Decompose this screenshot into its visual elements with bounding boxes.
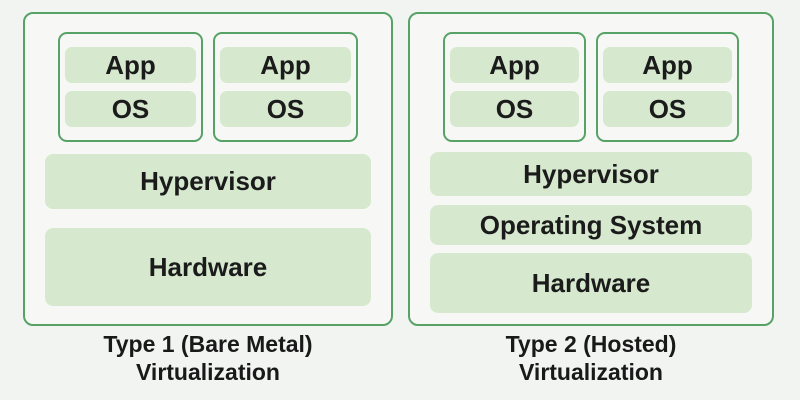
type1-vm-row: App OS App OS — [58, 32, 358, 142]
type2-vm-box-1: App OS — [443, 32, 586, 142]
type2-vm-row: App OS App OS — [443, 32, 739, 142]
type2-vm1-app-block: App — [450, 47, 579, 83]
type2-caption-line1: Type 2 (Hosted) — [505, 331, 677, 357]
type2-vm2-os-block: OS — [603, 91, 732, 127]
type2-vm1-os-block: OS — [450, 91, 579, 127]
type1-vm1-os-block: OS — [65, 91, 196, 127]
type1-panel: App OS App OS Hypervisor Hardware — [23, 12, 393, 326]
type1-caption-line1: Type 1 (Bare Metal) — [103, 331, 313, 357]
type2-panel: App OS App OS Hypervisor Operating Syste… — [408, 12, 774, 326]
type1-hypervisor-layer: Hypervisor — [45, 154, 371, 209]
type1-vm1-app-block: App — [65, 47, 196, 83]
type1-caption-line2: Virtualization — [136, 359, 280, 385]
type2-caption-line2: Virtualization — [519, 359, 663, 385]
type1-hardware-layer: Hardware — [45, 228, 371, 306]
type1-vm-box-2: App OS — [213, 32, 358, 142]
type1-vm2-os-block: OS — [220, 91, 351, 127]
type2-vm2-app-block: App — [603, 47, 732, 83]
type1-vm-box-1: App OS — [58, 32, 203, 142]
type1-caption: Type 1 (Bare Metal) Virtualization — [23, 330, 393, 386]
type2-hypervisor-layer: Hypervisor — [430, 152, 752, 196]
type2-hardware-layer: Hardware — [430, 253, 752, 313]
type2-vm-box-2: App OS — [596, 32, 739, 142]
type2-caption: Type 2 (Hosted) Virtualization — [408, 330, 774, 386]
type1-vm2-app-block: App — [220, 47, 351, 83]
type2-operating-system-layer: Operating System — [430, 205, 752, 245]
